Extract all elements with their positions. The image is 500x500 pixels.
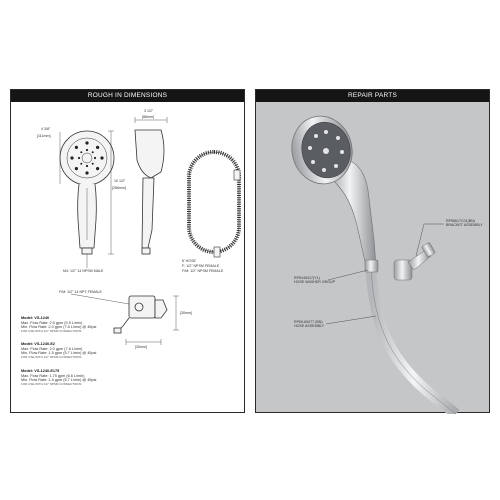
rough-in-header: ROUGH IN DIMENSIONS [11,90,244,102]
hose-note-2: F/M: 1/2" NPSM FEMALE [182,269,224,273]
depth-label: 3 1/2" [144,109,154,113]
hose-coil [187,150,241,258]
spec-max: Max. Flow Rate: 2.0 gpm (7.6 L/min) [21,346,83,351]
spec-model: Model: VS-1240-E175 [21,369,60,373]
repair-parts-panel: REPAIR PARTS [255,89,490,414]
dimension-drawings [59,117,241,345]
repair-parts-header: REPAIR PARTS [256,90,489,102]
bracket-illustration [393,242,436,281]
part-number: RP60-60077 (BN) [294,320,323,324]
part-3: RP60-60077 (BN) HOSE ASSEMBLY [294,320,324,328]
shower-side-view [134,117,168,255]
hose-note-1: F: 1/2" NPSM FEMALE [182,264,220,268]
spec-min: Min. Flow Rate: 1.5 gpm (5.7 L/min) @ 45… [21,378,97,383]
hose-illustration [365,267,460,414]
head-diameter-label: 4 3/8" [41,127,51,131]
length-label: 10 1/2" [114,179,126,183]
spec-note: FOR USE WITH 1/2" NPSM CONNECTIONS [21,354,82,359]
bracket-drawing [70,293,179,345]
part-name: BRACKET ASSEMBLY [446,223,483,228]
repair-parts-illustration [291,115,460,414]
spec-min: Min. Flow Rate: 2.0 gpm (7.6 L/min) @ 45… [21,325,97,330]
part-number: RP55617C01(BN) [446,219,475,223]
mount-height-label: [30mm] [180,311,192,315]
spec-max: Max. Flow Rate: 2.5 gpm (9.5 L/min) [21,320,83,325]
spec-min: Min. Flow Rate: 1.5 gpm (5.7 L/min) @ 45… [21,351,97,356]
spec-block-1: Model: VS-1240 Max. Flow Rate: 2.5 gpm (… [21,316,96,333]
spec-model: Model: VS-1240 [21,316,50,320]
part-1: RP55617C01(BN) BRACKET ASSEMBLY [446,219,483,227]
spec-max: Max. Flow Rate: 1.75 gpm (6.6 L/min) [21,373,85,378]
inlet-note: F/M: 1/2" 14 NPT FEMALE [59,290,102,294]
shower-front-view [59,130,115,268]
part-number: RP5145417(Y1) [294,276,320,280]
part-2: RP5145417(Y1) HOSE WASHER GROUP [294,276,335,284]
depth-mm: [88mm] [142,115,154,119]
part-name: HOSE WASHER GROUP [294,280,335,285]
length-mm: [266mm] [112,186,126,190]
spec-note: FOR USE WITH 1/2" NPSM CONNECTIONS [21,328,82,333]
nps-note: M4: 1/2" 14 NPSM MALE [63,269,104,273]
spec-note: FOR USE WITH 1/2" NPSM CONNECTIONS [21,381,82,386]
spec-model: Model: VS-1240-E2 [21,342,55,346]
spec-block-3: Model: VS-1240-E175 Max. Flow Rate: 1.75… [21,369,96,386]
mount-width-label: [30mm] [135,345,147,349]
part-name: HOSE ASSEMBLY [294,324,325,329]
head-diameter-mm: [111mm] [37,134,51,138]
hose-length-label: 6' HOSE [182,259,196,263]
hose-nut [364,259,379,273]
rough-in-dimensions-panel: ROUGH IN DIMENSIONS [10,89,245,413]
spec-block-2: Model: VS-1240-E2 Max. Flow Rate: 2.0 gp… [21,342,96,359]
